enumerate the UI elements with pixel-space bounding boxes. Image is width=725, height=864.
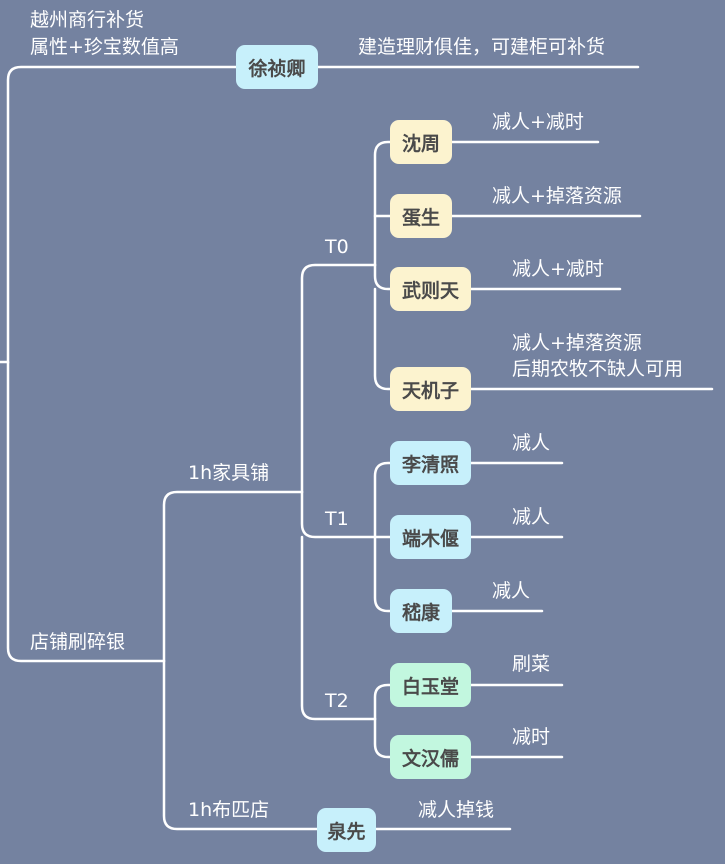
node-jikang[interactable]: 嵇康 <box>390 589 452 633</box>
t0-bracket-1 <box>373 140 392 267</box>
t0-bracket-4 <box>373 287 392 391</box>
t2-bracket-1 <box>373 683 392 721</box>
t0-bracket-3 <box>373 263 392 291</box>
node-quanxian[interactable]: 泉先 <box>317 808 376 852</box>
node-tianjizi[interactable]: 天机子 <box>390 367 471 411</box>
root-trunk <box>0 65 238 364</box>
node-wenhanru[interactable]: 文汉儒 <box>390 735 471 779</box>
root-trunk-lower <box>6 360 166 663</box>
tier-label-t0: T0 <box>325 236 349 258</box>
furniture-branch-mid <box>300 490 377 539</box>
node-shenzhou[interactable]: 沈周 <box>390 120 452 164</box>
branch-label-furniture: 1h家具铺 <box>188 462 270 484</box>
note-wuzetian: 减人+减时 <box>512 258 604 280</box>
node-xuzhenqing[interactable]: 徐祯卿 <box>236 45 318 89</box>
furniture-branch-low <box>300 535 377 721</box>
furniture-branch-up <box>300 263 377 494</box>
tier-label-t1: T1 <box>325 508 349 530</box>
branch-label-line-1: 越州商行补货 <box>30 9 145 31</box>
tier-label-t2: T2 <box>325 690 349 712</box>
shop-branch <box>162 490 304 663</box>
note-shenzhou: 减人+减时 <box>492 111 584 133</box>
t1-bracket-1 <box>373 461 392 539</box>
note-tianjizi-line-2: 后期农牧不缺人可用 <box>512 358 684 380</box>
branch-label-cloth: 1h布匹店 <box>188 799 270 821</box>
t2-bracket-2 <box>373 717 392 759</box>
note-baiyutang: 刷菜 <box>512 653 551 675</box>
node-baiyutang[interactable]: 白玉堂 <box>390 663 471 707</box>
node-duanmuyan[interactable]: 端木偃 <box>390 515 471 559</box>
note-wenhanru: 减时 <box>512 726 551 748</box>
note-jikang: 减人 <box>492 580 531 602</box>
note-tianjizi-line-1: 减人+掉落资源 <box>512 332 642 354</box>
branch-label-shop: 店铺刷碎银 <box>30 631 126 653</box>
node-liqingzhao[interactable]: 李清照 <box>390 441 471 485</box>
node-wuzetian[interactable]: 武则天 <box>390 267 471 311</box>
note-quanxian: 减人掉钱 <box>418 799 495 821</box>
note-duanmuyan: 减人 <box>512 506 551 528</box>
t1-bracket-3 <box>373 535 392 613</box>
node-dansheng[interactable]: 蛋生 <box>390 194 452 238</box>
note-dansheng: 减人+掉落资源 <box>492 185 622 207</box>
branch-label-line-2: 属性+珍宝数值高 <box>30 36 179 58</box>
shop-branch-lower <box>162 659 319 831</box>
note-liqingzhao: 减人 <box>512 432 551 454</box>
note-xuzhenqing: 建造理财俱佳，可建柜可补货 <box>358 36 606 58</box>
